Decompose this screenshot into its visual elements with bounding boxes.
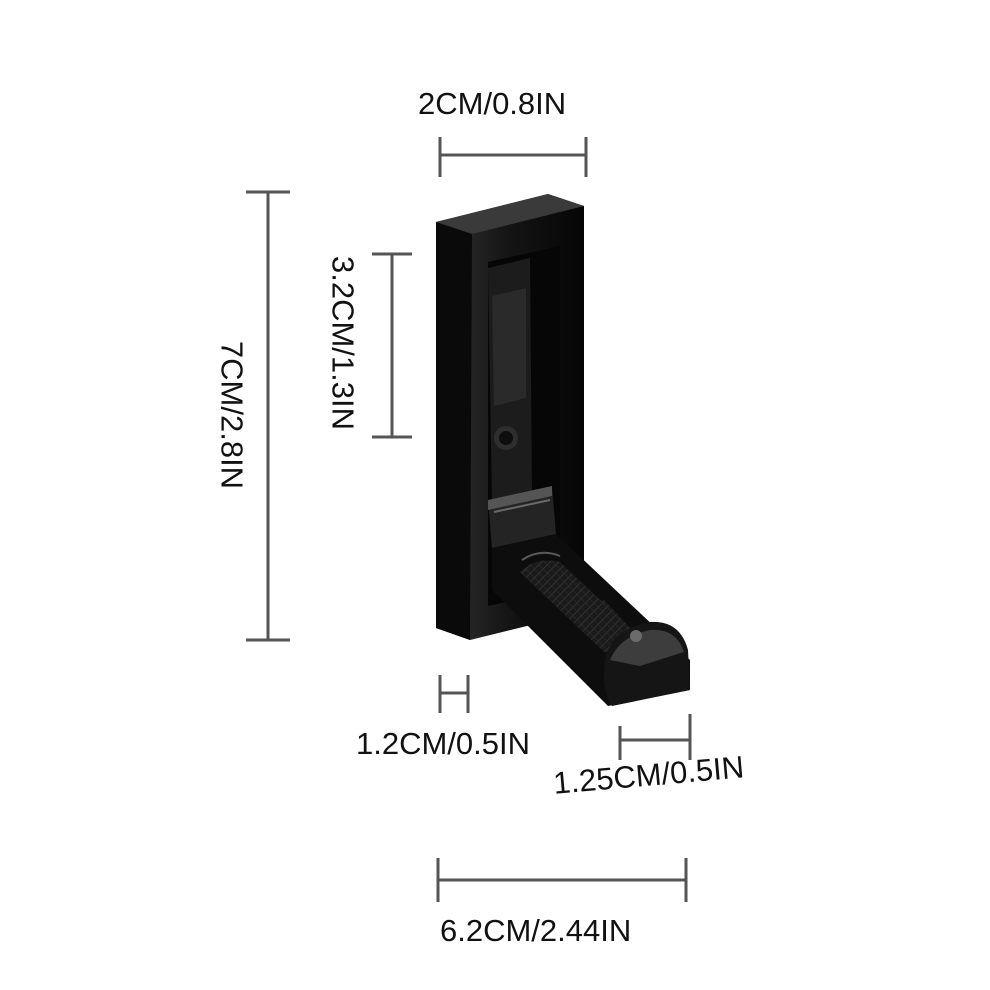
thickness-label: 1.2CM/0.5IN (356, 726, 531, 761)
depth-dimension (436, 858, 688, 902)
folding-hook-product (436, 194, 690, 706)
slot-height-dimension (372, 252, 412, 439)
tip-dimension (618, 714, 692, 760)
top-width-dimension (438, 137, 588, 177)
thickness-dimension (438, 675, 470, 713)
slot-height-label: 3.2CM/1.3IN (325, 255, 361, 431)
width-label: 2CM/0.8IN (418, 86, 567, 121)
depth-label: 6.2CM/2.44IN (440, 913, 632, 948)
total-height-dimension (246, 190, 290, 642)
total-height-label: 7CM/2.8IN (214, 340, 250, 490)
